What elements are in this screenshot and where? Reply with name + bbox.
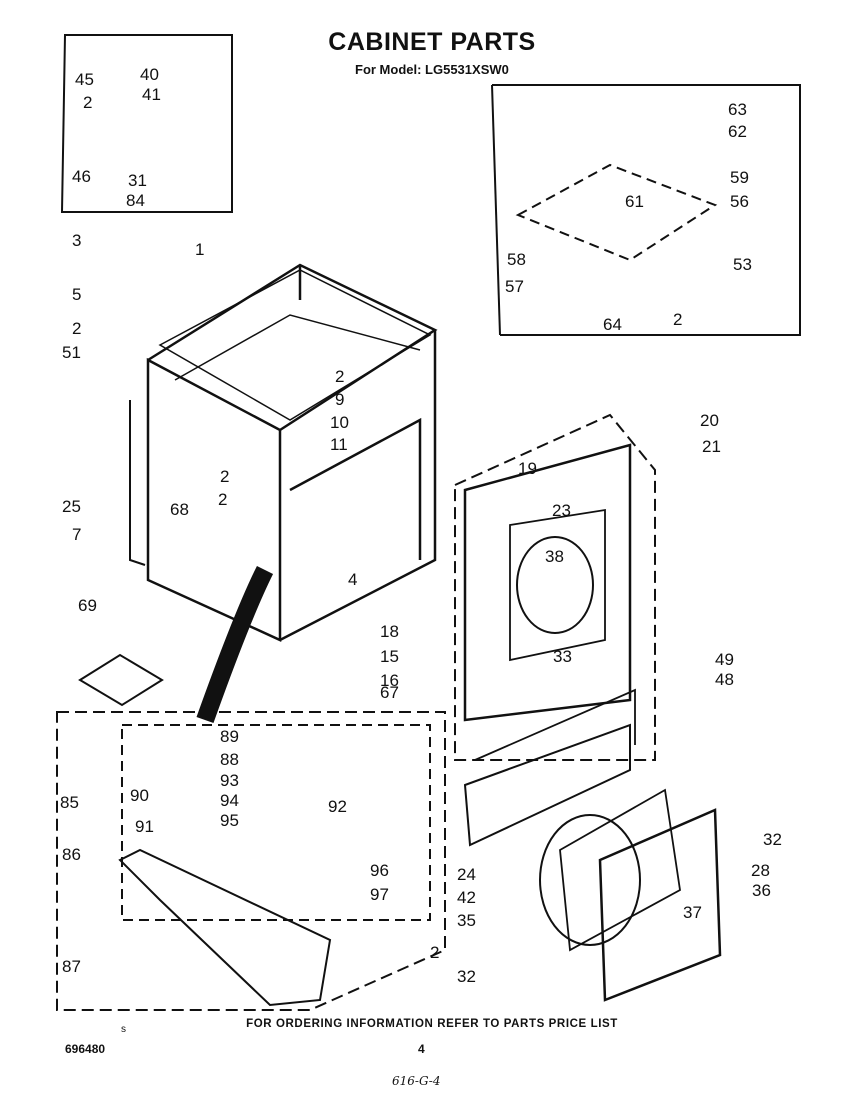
- callout-89: 89: [220, 727, 239, 746]
- callout-64: 64: [603, 315, 622, 334]
- callout-48: 48: [715, 670, 734, 689]
- callout-40: 40: [140, 65, 159, 84]
- callout-96: 96: [370, 861, 389, 880]
- page-title: CABINET PARTS: [328, 28, 536, 56]
- callout-4: 4: [348, 570, 357, 589]
- callout-19: 19: [518, 459, 537, 478]
- callout-9: 9: [335, 390, 344, 409]
- cabinet-body: [129, 263, 438, 642]
- callout-95: 95: [220, 811, 239, 830]
- callout-35: 35: [457, 911, 476, 930]
- callout-90: 90: [130, 786, 149, 805]
- callout-46: 46: [72, 167, 91, 186]
- callout-2: 2: [218, 490, 227, 509]
- callout-85: 85: [60, 793, 79, 812]
- callout-56: 56: [730, 192, 749, 211]
- callout-23: 23: [552, 501, 571, 520]
- callout-7: 7: [72, 525, 81, 544]
- callout-69: 69: [78, 596, 97, 615]
- callout-59: 59: [730, 168, 749, 187]
- callout-21: 21: [702, 437, 721, 456]
- callout-11: 11: [330, 435, 348, 454]
- callout-68: 68: [170, 500, 189, 519]
- callout-58: 58: [507, 250, 526, 269]
- handwritten-note: 616-G-4: [392, 1074, 441, 1088]
- callout-2: 2: [220, 467, 229, 486]
- callout-61: 61: [625, 192, 644, 211]
- callout-28: 28: [751, 861, 770, 880]
- callout-88: 88: [220, 750, 239, 769]
- rating-plate: [78, 653, 164, 707]
- callout-45: 45: [75, 70, 94, 89]
- callout-2: 2: [335, 367, 344, 386]
- callout-37: 37: [683, 903, 702, 922]
- callout-62: 62: [728, 122, 747, 141]
- callout-97: 97: [370, 885, 389, 904]
- inset-box-top-left: [60, 34, 233, 213]
- callout-2: 2: [673, 310, 682, 329]
- exhaust-duct: [196, 565, 274, 724]
- callout-94: 94: [220, 791, 239, 810]
- callout-42: 42: [457, 888, 476, 907]
- callout-84: 84: [126, 191, 145, 210]
- callout-49: 49: [715, 650, 734, 669]
- document-number: 696480: [65, 1042, 106, 1056]
- callout-53: 53: [733, 255, 752, 274]
- callout-1: 1: [195, 240, 204, 259]
- margin-mark: s: [121, 1024, 126, 1035]
- callout-5: 5: [72, 285, 81, 304]
- callout-16: 16: [380, 671, 399, 690]
- callout-41: 41: [142, 85, 161, 104]
- callout-33: 33: [553, 647, 572, 666]
- callout-87: 87: [62, 957, 81, 976]
- model-subtitle: For Model: LG5531XSW0: [355, 62, 509, 77]
- inset-box-top-right: [492, 84, 801, 336]
- callout-18: 18: [380, 622, 399, 641]
- callout-51: 51: [62, 343, 81, 362]
- callout-32: 32: [457, 967, 476, 986]
- callout-2: 2: [72, 319, 81, 338]
- callout-31: 31: [128, 171, 147, 190]
- callout-3: 3: [72, 231, 81, 250]
- callout-20: 20: [700, 411, 719, 430]
- callout-10: 10: [330, 413, 349, 432]
- front-panel-dashed: [454, 413, 656, 761]
- callout-91: 91: [135, 817, 154, 836]
- door-assembly: [463, 688, 722, 1002]
- callout-32: 32: [763, 830, 782, 849]
- burner-base: [118, 848, 332, 1007]
- front-panel: [463, 443, 632, 722]
- callout-2: 2: [83, 93, 92, 112]
- callout-86: 86: [62, 845, 81, 864]
- callout-2: 2: [430, 943, 439, 962]
- callout-63: 63: [728, 100, 747, 119]
- callout-36: 36: [752, 881, 771, 900]
- callout-24: 24: [457, 865, 476, 884]
- callout-92: 92: [328, 797, 347, 816]
- ordering-note: FOR ORDERING INFORMATION REFER TO PARTS …: [246, 1018, 618, 1030]
- callout-93: 93: [220, 771, 239, 790]
- callout-25: 25: [62, 497, 81, 516]
- callout-57: 57: [505, 277, 524, 296]
- callout-67: 67: [380, 683, 399, 702]
- callout-15: 15: [380, 647, 399, 666]
- burner-subgroup-box: [121, 724, 431, 921]
- callout-38: 38: [545, 547, 564, 566]
- heater-box-dashed: [515, 163, 718, 262]
- page-number: 4: [418, 1042, 425, 1056]
